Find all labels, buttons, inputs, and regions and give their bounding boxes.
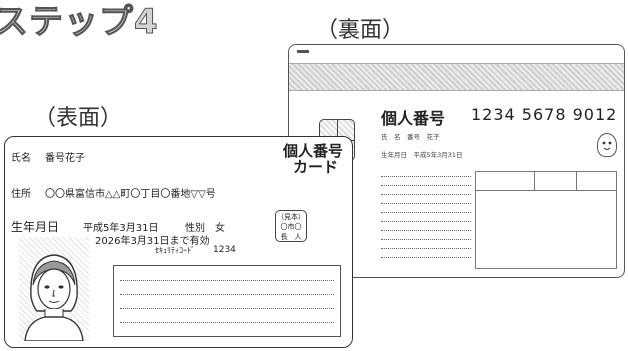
sex-label: 性別 bbox=[185, 223, 205, 234]
back-text-lines bbox=[381, 171, 471, 261]
sex-value: 女 bbox=[215, 223, 225, 234]
security-code-value: 1234 bbox=[213, 245, 236, 255]
birth-value: 平成5年3月31日 bbox=[83, 223, 159, 234]
back-grid-box bbox=[475, 171, 617, 269]
name-label: 氏名 bbox=[11, 153, 31, 164]
card-title-line1: 個人番号 bbox=[283, 142, 344, 160]
validity-date: 2026年3月31日まで有効 bbox=[95, 236, 210, 247]
seal-stamp: （見本） 〇市〇 長 人 bbox=[275, 210, 307, 242]
back-number-value: 1234 5678 9012 bbox=[471, 105, 618, 124]
seal-line3: 長 人 bbox=[280, 233, 302, 241]
card-title-line2: カード bbox=[293, 158, 339, 176]
back-name-small: 氏 名 番号 花子 bbox=[381, 133, 440, 141]
mascot-icon bbox=[597, 133, 617, 157]
step-title: ステップ4 bbox=[0, 2, 159, 43]
address-value: 〇〇県富信市△△町〇丁目〇番地▽▽号 bbox=[45, 189, 216, 200]
remarks-box bbox=[113, 265, 341, 337]
back-side-label: （裏面） bbox=[316, 18, 405, 43]
seal-line2: 〇市〇 bbox=[280, 223, 302, 231]
photo-frame bbox=[19, 237, 89, 342]
portrait-image bbox=[24, 254, 84, 342]
back-number-label: 個人番号 bbox=[381, 109, 446, 128]
seal-line1: （見本） bbox=[277, 213, 305, 221]
back-birth-small: 生年月日 平成5年3月31日 bbox=[381, 151, 463, 159]
magnetic-band bbox=[289, 63, 624, 91]
name-value: 番号花子 bbox=[45, 153, 85, 164]
notch-mark bbox=[297, 50, 309, 53]
front-side-label: （表面） bbox=[34, 106, 123, 131]
card-front: 氏名 番号花子 個人番号 カード 住所 〇〇県富信市△△町〇丁目〇番地▽▽号 生… bbox=[4, 136, 353, 348]
birth-label: 生年月日 bbox=[11, 220, 60, 234]
address-label: 住所 bbox=[11, 189, 31, 200]
security-code-label: ｾｷｭﾘﾃｨｺｰﾄﾞ bbox=[155, 246, 195, 255]
